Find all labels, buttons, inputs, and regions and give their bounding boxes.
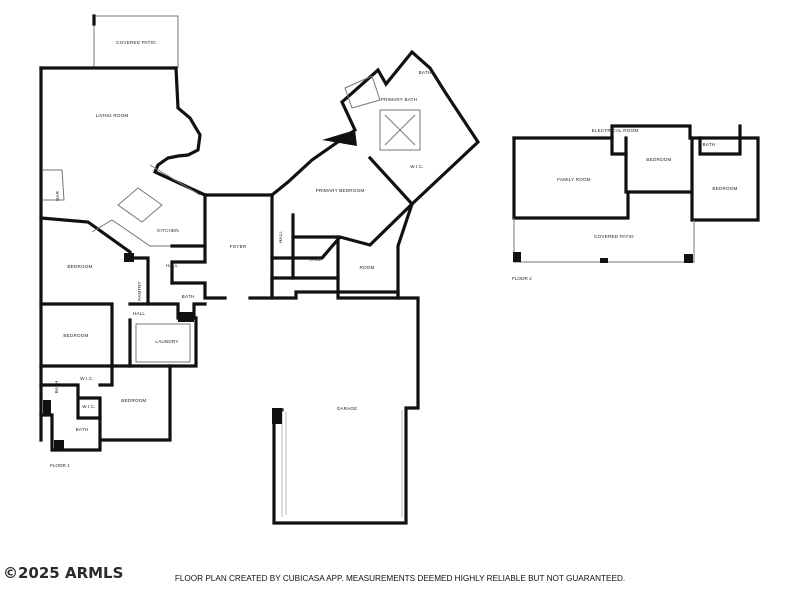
room-label-hall-west: HALL [133,311,146,316]
floor-1-label: FLOOR 1 [50,463,70,468]
room-label-bar: BAR [55,190,60,201]
room-label-pantry: PANTRY [137,281,142,300]
room-label-hall-kitchen: HALL [166,263,179,268]
room-label-bedroom-sw2: BEDROOM [121,398,146,403]
room-label-garage: GARAGE [337,406,358,411]
floor-1-walls [39,14,481,525]
room-label-primary-bedroom: PRIMARY BEDROOM [316,188,365,193]
room-label-foyer: FOYER [230,244,247,249]
room-label-laundry: LAUNDRY [155,339,178,344]
room-label-bedroom-up1: BEDROOM [646,157,671,162]
room-label-kitchen: KITCHEN [157,228,179,233]
room-label-bath-primary-wc: BATH [419,70,432,75]
room-label-bath-center: BATH [182,294,195,299]
room-label-bedroom-west: BEDROOM [67,264,92,269]
room-label-hall-closet: HALL [278,231,283,244]
room-label-room: ROOM [359,265,374,270]
floor-2-walls [512,124,760,263]
disclaimer: FLOOR PLAN CREATED BY CUBICASA APP. MEAS… [175,574,625,583]
room-label-bedroom-up2: BEDROOM [712,186,737,191]
room-label-living-room: LIVING ROOM [96,113,129,118]
room-label-wic-sw2: W.I.C. [82,404,96,409]
room-label-covered-patio-2: COVERED PATIO [594,234,634,239]
watermark: ©2025 ARMLS [3,564,123,582]
room-label-wic-sw1: W.I.C. [80,376,94,381]
floor-2-label: FLOOR 2 [512,276,532,281]
room-label-bedroom-sw1: BEDROOM [63,333,88,338]
room-label-primary-bath: PRIMARY BATH [381,97,417,102]
room-label-bath-up: BATH [703,142,716,147]
room-label-family-room: FAMILY ROOM [557,177,591,182]
room-label-bath-sw-side: BATH [54,381,59,394]
room-labels: COVERED PATIO LIVING ROOM BAR KITCHEN FO… [54,40,737,432]
room-label-hall-center: HALL [309,257,322,262]
room-label-covered-patio-1: COVERED PATIO [116,40,156,45]
room-label-wic-primary: W.I.C. [410,164,424,169]
room-label-bath-sw-bottom: BATH [76,427,89,432]
room-label-electrical-room: ELECTRICAL ROOM [592,128,639,133]
